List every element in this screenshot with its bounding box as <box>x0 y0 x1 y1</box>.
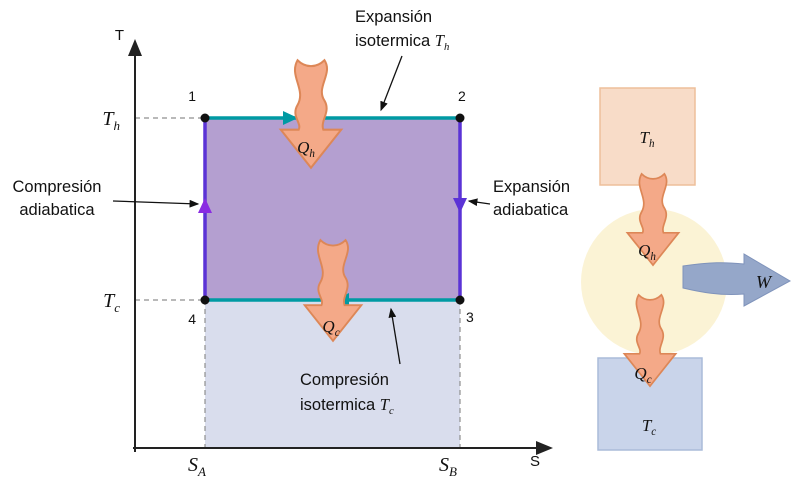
annotation-top-pointer-icon <box>380 55 403 112</box>
hot-reservoir-label: Th <box>640 128 655 150</box>
work-arrow-icon <box>682 253 792 307</box>
qh-label: Qh <box>297 138 315 160</box>
corner-label-4: 4 <box>188 311 196 327</box>
state-point-1 <box>200 113 210 123</box>
annotation-top-line1: Expansión <box>355 8 432 26</box>
work-label: W <box>756 272 773 292</box>
up-direction-arrow-icon <box>198 198 212 213</box>
qc-label: Qc <box>322 317 339 339</box>
down-direction-arrow-icon <box>453 198 467 213</box>
annotation-left-pointer-icon <box>112 199 200 208</box>
tick-sb: SB <box>439 454 457 479</box>
annotation-right-line2: adiabatica <box>493 201 569 219</box>
x-axis-label: S <box>530 453 540 470</box>
right-direction-arrow-icon <box>283 111 298 125</box>
annotation-bottom-line2: isotermica Tc <box>300 395 394 417</box>
annotation-right-line1: Expansión <box>493 178 570 196</box>
corner-label-2: 2 <box>458 88 466 104</box>
annotation-bottom-line1: Compresión <box>300 371 389 389</box>
ts-diagram: T S 1 2 3 4 Th Tc SA SB Qh Qc Exp <box>13 8 571 479</box>
tick-th: Th <box>102 108 120 133</box>
corner-label-3: 3 <box>466 309 474 325</box>
cold-reservoir-box <box>597 357 703 451</box>
annotation-left-line2: adiabatica <box>19 201 95 219</box>
state-point-4 <box>200 295 210 305</box>
y-axis-label: T <box>115 27 124 44</box>
tick-sa: SA <box>188 454 206 479</box>
annotation-adiabatic-compression: Compresión adiabatica <box>13 178 200 219</box>
annotation-top-line2: isotermica Th <box>355 31 449 53</box>
engine-circle <box>581 209 727 355</box>
annotation-bottom-pointer-icon <box>388 307 401 365</box>
cold-reservoir-label: Tc <box>642 416 656 438</box>
annotation-isothermal-compression: Compresión isotermica Tc <box>300 307 401 417</box>
annotation-adiabatic-expansion: Expansión adiabatica <box>467 178 570 219</box>
heat-engine-schematic: Th Tc Qh Qc W <box>581 87 792 451</box>
dashed-guides <box>135 117 461 448</box>
state-point-3 <box>455 295 465 305</box>
engine-qc-label: Qc <box>634 364 651 386</box>
tick-tc: Tc <box>103 290 120 315</box>
corner-label-1: 1 <box>188 88 196 104</box>
annotation-isothermal-expansion: Expansión isotermica Th <box>355 8 449 112</box>
state-point-2 <box>455 113 465 123</box>
annotation-left-line1: Compresión <box>13 178 102 196</box>
hot-reservoir-box <box>599 87 696 186</box>
annotation-right-pointer-icon <box>467 198 491 207</box>
engine-qh-label: Qh <box>638 241 656 263</box>
